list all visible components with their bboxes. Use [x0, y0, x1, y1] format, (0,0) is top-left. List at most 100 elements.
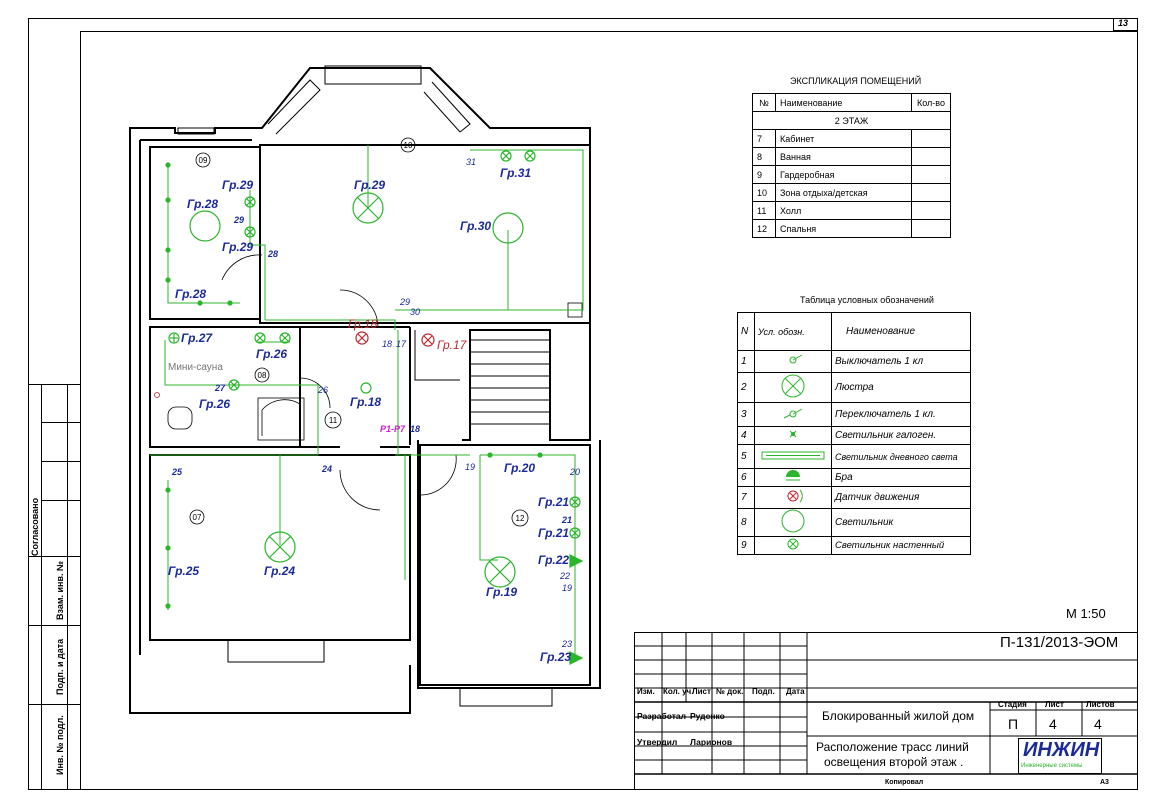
wire-number: 31 [466, 157, 476, 167]
wire-number: 23 [561, 639, 572, 649]
scale-label: М 1:50 [1066, 606, 1106, 621]
sheet-inner-frame [80, 31, 1138, 790]
explication-floor: 2 ЭТАЖ [752, 111, 951, 130]
group-label: Гр.29 [222, 240, 253, 254]
legend-header-num: N [737, 312, 755, 351]
tb-header-sign: Подп. [752, 687, 775, 696]
group-label: Гр.30 [460, 219, 491, 233]
approved-name: Ларионов [690, 737, 733, 747]
sheet-value: 4 [1049, 716, 1057, 732]
tb-header-kol: Кол. уч. [663, 687, 694, 696]
motion-sensor-icon [787, 489, 803, 503]
door-swings [221, 254, 457, 511]
wire-number: 18 [410, 424, 420, 434]
room-number-labels: 09 10 08 11 07 12 [193, 141, 525, 523]
tb-header-izm: Изм. [637, 687, 655, 696]
group-label: Гр.24 [264, 564, 295, 578]
wire-number: 24 [321, 464, 332, 474]
developed-label: Разработал [637, 711, 687, 721]
group-label: Гр.23 [540, 650, 571, 664]
wire-number: 21 [561, 515, 572, 525]
light-fixtures [165, 150, 584, 665]
table-row: 9 Светильник настенный [737, 536, 971, 555]
approved-label: Утвердил [637, 737, 678, 747]
halogen-lamp-icon [789, 430, 797, 438]
sconce-icon [786, 470, 800, 481]
legend-header-name: Наименование [831, 312, 971, 351]
table-row: 8 Светильник [737, 508, 971, 537]
room-8-number: 08 [258, 371, 267, 380]
chandelier-icon [781, 374, 805, 398]
switch-icon [789, 354, 803, 364]
sheet-title-line-1: Расположение трасс линий [816, 740, 969, 754]
legend-title: Таблица условных обозначений [800, 295, 934, 305]
motion-sensors [355, 331, 435, 347]
group-label: Гр.17 [437, 338, 468, 352]
explication-header-count: Кол-во [911, 93, 951, 112]
sheet-number: 13 [1118, 18, 1129, 28]
room-9-number: 09 [199, 156, 208, 165]
group-label: Гр.31 [500, 166, 531, 180]
legend-table: N Усл. обозн. Наименование 1 Выключатель… [737, 312, 971, 555]
bay-window [177, 65, 553, 707]
wire-number: 17 [396, 339, 407, 349]
stage-value: П [1008, 716, 1019, 732]
room-10-number: 10 [404, 141, 413, 150]
group-label: Гр.18 [348, 317, 378, 331]
sheets-value: 4 [1094, 716, 1102, 732]
fluorescent-lamp-icon [761, 451, 825, 460]
table-row: 7 Датчик движения [737, 486, 971, 509]
wire-number: 28 [267, 249, 278, 259]
wire-number: 26 [317, 385, 328, 395]
stage-label: Стадия [998, 700, 1027, 709]
sheet-number-box [1113, 18, 1138, 31]
logo-subtitle: Инженерные системы [1021, 763, 1083, 769]
sheet-label: Лист [1045, 700, 1064, 709]
wire-number: 19 [465, 462, 475, 472]
table-row: 1 Выключатель 1 кл [737, 350, 971, 373]
room-note-sauna: Мини-сауна [168, 362, 223, 373]
wire-number: 27 [214, 383, 226, 393]
group-label: Гр.28 [175, 287, 206, 301]
project-name: Блокированный жилой дом [822, 709, 975, 723]
group-label: Гр.26 [256, 347, 287, 361]
copied-label: Копировал [885, 779, 924, 786]
title-block-grid [634, 632, 1138, 775]
wire-number: 29 [233, 215, 244, 225]
table-row: 3 Переключатель 1 кл. [737, 402, 971, 427]
lamp-icon [781, 509, 805, 533]
staircase [414, 330, 550, 425]
table-row: 4 Светильник галоген. [737, 426, 971, 445]
room-numbers [189, 137, 529, 527]
room-7-number: 07 [193, 513, 202, 522]
room-11-number: 11 [329, 416, 338, 425]
wire-number: 19 [562, 583, 572, 593]
wall-lamp-icon [787, 538, 799, 550]
group-label: Гр.19 [486, 585, 517, 599]
group-label: Гр.20 [504, 461, 535, 475]
wire-number: 18 [382, 339, 392, 349]
panel-label: Р1-Р7 [380, 424, 406, 434]
title-block [634, 632, 1138, 790]
group-label: Гр.18 [350, 395, 381, 409]
group-label: Гр.29 [354, 178, 385, 192]
group-label: Гр.21 [538, 495, 569, 509]
side-stamp [28, 384, 80, 790]
wire-number: 29 [399, 297, 410, 307]
group-labels: Гр.29 Гр.28 Гр.29 Гр.28 Гр.29 Гр.30 Гр.3… [168, 166, 571, 664]
doc-code: П-131/2013-ЭОМ [1000, 634, 1119, 651]
legend-header-symbol: Усл. обозн. [754, 312, 832, 351]
wire-number: 25 [171, 467, 183, 477]
wire-numbers: 29 28 31 29 30 18 17 27 26 25 24 18 19 2… [171, 157, 580, 649]
group-label: Гр.29 [222, 178, 253, 192]
tb-header-list: Лист [692, 687, 711, 696]
group-label: Гр.22 [538, 553, 569, 567]
group-label: Гр.21 [538, 526, 569, 540]
group-label: Гр.26 [199, 397, 230, 411]
table-header-row: N Усл. обозн. Наименование [737, 312, 971, 351]
group-label: Гр.27 [181, 331, 213, 345]
